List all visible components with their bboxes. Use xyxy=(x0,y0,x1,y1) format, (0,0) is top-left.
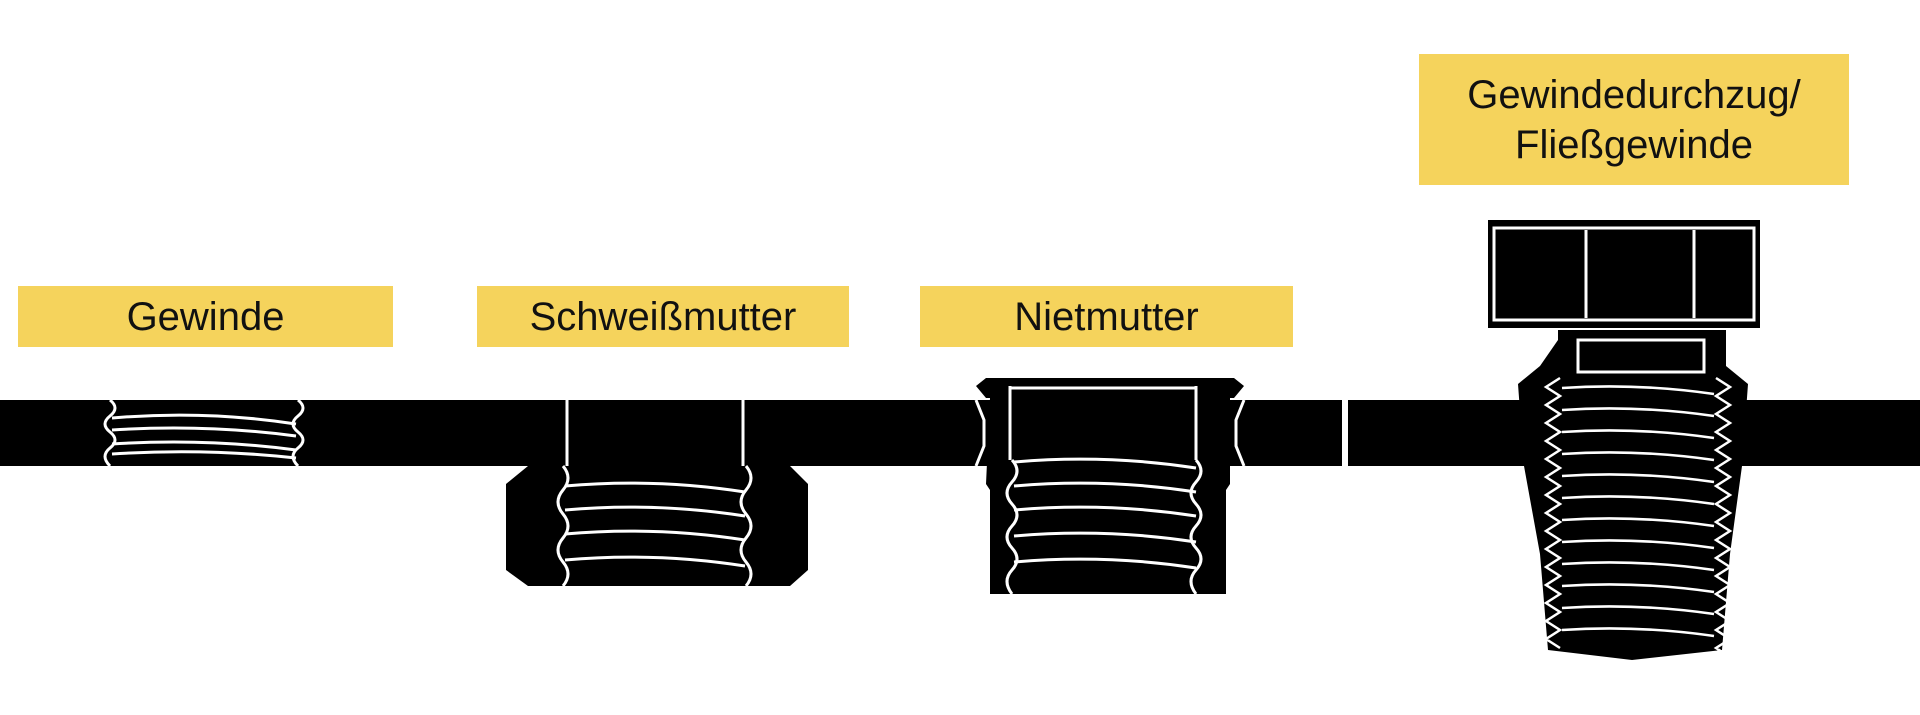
weld-nut xyxy=(506,400,808,587)
screw-flank-left xyxy=(1543,376,1563,650)
rivet-nut-thread-line xyxy=(1013,481,1197,494)
thread-line xyxy=(111,426,297,438)
rivet-nut-flank-left xyxy=(1005,458,1019,595)
screw-head xyxy=(1488,220,1760,328)
rivet-nut-thread-line xyxy=(1013,505,1197,518)
screw-thread-line xyxy=(1561,539,1715,550)
rivet-nut-sheet-cut-left xyxy=(974,399,986,467)
weld-nut-thread-line xyxy=(564,505,746,518)
screw-thread-line xyxy=(1561,627,1715,638)
weld-nut-thread-line xyxy=(564,529,746,542)
weld-nut-body xyxy=(506,466,808,586)
screw-thread-line xyxy=(1561,517,1715,528)
rivet-nut-thread-line xyxy=(1013,557,1197,570)
thread-in-sheet xyxy=(103,398,305,468)
screw-shank-and-collar xyxy=(1518,330,1748,660)
label-gewindedurchzug-line2: Fließgewinde xyxy=(1515,122,1753,167)
screw-thread-line xyxy=(1561,605,1715,616)
screw-thread-line xyxy=(1561,451,1715,462)
flow-drill-screw xyxy=(1488,220,1760,660)
label-gewinde: Gewinde xyxy=(18,286,393,347)
label-nietmutter: Nietmutter xyxy=(920,286,1293,347)
screw-thread-line xyxy=(1561,495,1715,506)
thread-line xyxy=(111,440,297,452)
label-schweissmutter-text: Schweißmutter xyxy=(529,294,797,339)
weld-nut-flank-right xyxy=(739,465,753,587)
thread-line xyxy=(111,450,297,460)
weld-nut-thread-line xyxy=(564,481,746,494)
label-gewindedurchzug-line1: Gewindedurchzug/ xyxy=(1467,72,1801,117)
label-schweissmutter: Schweißmutter xyxy=(477,286,849,347)
thread-line xyxy=(111,413,297,426)
screw-thread-line xyxy=(1561,407,1715,418)
weld-nut-flank-left xyxy=(556,465,570,587)
screw-thread-lines xyxy=(1561,385,1715,638)
rivet-nut-flank-right xyxy=(1189,458,1203,595)
rivet-nut xyxy=(974,378,1347,595)
screw-thread-line xyxy=(1561,561,1715,572)
rivet-nut-sheet-cut-right xyxy=(1234,399,1246,467)
weld-nut-thread-line xyxy=(564,555,746,568)
thread-flank-right xyxy=(291,398,305,468)
screw-thread-line xyxy=(1561,429,1715,440)
rivet-nut-thread-line xyxy=(1013,531,1197,544)
label-nietmutter-text: Nietmutter xyxy=(1014,294,1199,339)
screw-thread-line xyxy=(1561,473,1715,484)
rivet-nut-thread-line xyxy=(1013,457,1197,470)
screw-thread-line xyxy=(1561,583,1715,594)
screw-thread-line xyxy=(1561,385,1715,396)
screw-flank-right xyxy=(1713,376,1733,659)
screw-neck xyxy=(1576,338,1706,374)
label-gewindedurchzug: Gewindedurchzug/ Fließgewinde xyxy=(1419,54,1849,185)
rivet-nut-body xyxy=(986,398,1230,594)
label-gewinde-text: Gewinde xyxy=(126,294,285,339)
screw-head-outline xyxy=(1492,226,1756,322)
thread-flank-left xyxy=(103,398,117,468)
